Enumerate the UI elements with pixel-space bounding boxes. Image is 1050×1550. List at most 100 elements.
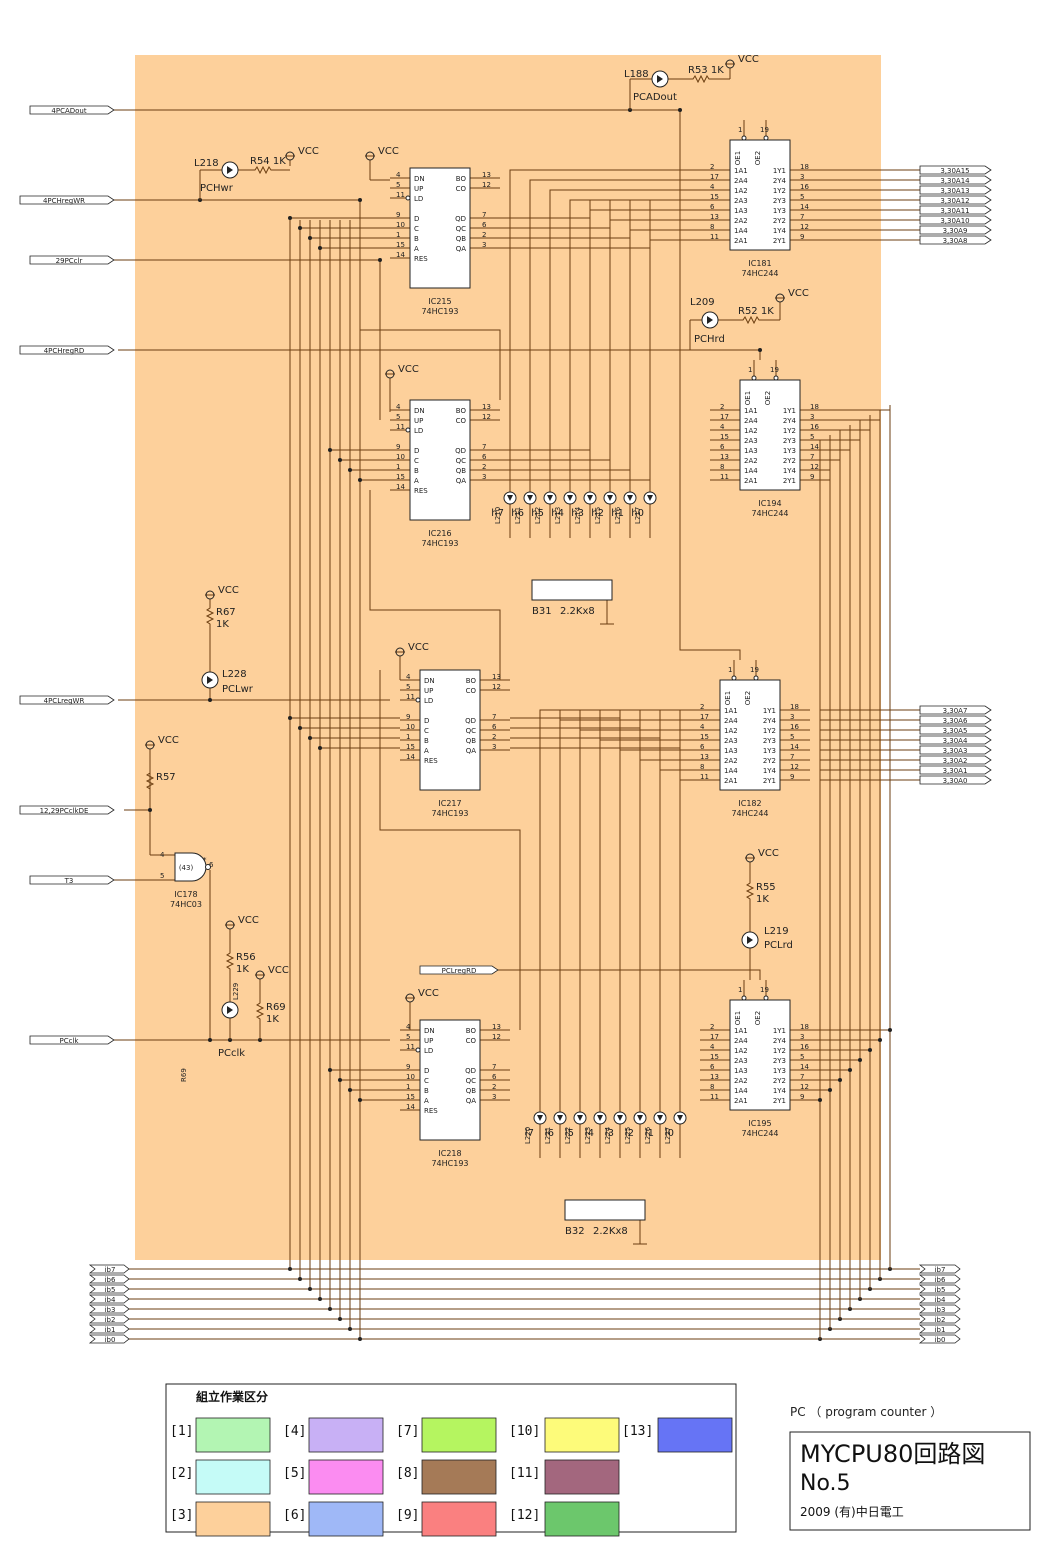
bus-label-right: ib4 — [935, 1296, 946, 1304]
pin-number: 17 — [720, 413, 729, 421]
pin-name: 2Y3 — [773, 1057, 786, 1065]
pin-number: 7 — [482, 211, 486, 219]
gate-pin-5: 5 — [160, 872, 164, 880]
wire — [679, 110, 741, 660]
pin-number: 13 — [720, 453, 729, 461]
pin-number: 3 — [482, 473, 486, 481]
led-name: l3 — [605, 1128, 614, 1139]
led-name: l6 — [545, 1128, 554, 1139]
pin-name: BO — [466, 1027, 477, 1035]
resistor-array-label: B31 — [532, 606, 552, 617]
junction-dot — [208, 1038, 212, 1042]
pin-name: 2Y4 — [763, 717, 777, 725]
pin-number: 14 — [396, 483, 405, 491]
junction-dot — [358, 1337, 362, 1341]
led-name: h2 — [591, 508, 604, 519]
pin-number: 12 — [790, 763, 799, 771]
chip-part: 74HC193 — [421, 307, 458, 316]
pin-name: 1A2 — [744, 427, 758, 435]
address-label: 3,30A7 — [943, 707, 968, 715]
pin-name: 1A1 — [734, 167, 748, 175]
pin-name: 2A2 — [724, 757, 738, 765]
signal-tag — [19, 805, 115, 815]
junction-dot — [838, 1078, 842, 1082]
bus-label-right: ib5 — [935, 1286, 946, 1294]
pin-name: 1Y2 — [773, 1047, 786, 1055]
pin-name: 2A4 — [734, 177, 748, 185]
buffer-chip — [729, 139, 791, 251]
pin-number: 1 — [738, 986, 742, 994]
legend-item-label: [2] — [170, 1466, 193, 1481]
resistor-array-label: B32 — [565, 1226, 585, 1237]
pin-number: 12 — [482, 413, 491, 421]
pin-name: D — [414, 215, 419, 223]
pin-number: 5 — [396, 413, 400, 421]
vcc-symbol — [745, 853, 755, 863]
address-tag-high — [919, 235, 992, 245]
indicator-led-h-triangle — [507, 495, 513, 501]
chip-part: 74HC193 — [431, 809, 468, 818]
resistor-label: R55 — [756, 882, 776, 893]
pin-number: 18 — [790, 703, 799, 711]
pin-number: 5 — [406, 683, 410, 691]
pin-name: QB — [466, 737, 477, 745]
pin-number: 19 — [760, 986, 769, 994]
pin-number: 7 — [492, 1063, 496, 1071]
address-tag-low — [919, 765, 992, 775]
wire — [359, 200, 501, 400]
pin-number: 11 — [710, 1093, 719, 1101]
pin-number: 14 — [800, 203, 809, 211]
chip-ref: IC195 — [748, 1119, 771, 1128]
legend-swatch — [195, 1417, 271, 1453]
pin-number: 11 — [700, 773, 709, 781]
pin-name: OE2 — [744, 691, 752, 705]
pin-name: C — [414, 225, 419, 233]
pin-number: 13 — [482, 403, 491, 411]
pin-number: 2 — [710, 1023, 714, 1031]
pin-name: 2A3 — [734, 197, 748, 205]
address-tag-high — [919, 195, 992, 205]
nand-bubble — [205, 864, 211, 870]
led-name: l1 — [645, 1128, 654, 1139]
legend-item-label: [6] — [283, 1508, 306, 1523]
led-name: h3 — [571, 508, 584, 519]
resistor-value: 1K — [266, 1014, 279, 1025]
bus-label-left: ib2 — [105, 1316, 116, 1324]
address-tag-high — [919, 175, 992, 185]
led-l229-triangle — [227, 1006, 233, 1014]
pin-name: 2A1 — [734, 1097, 748, 1105]
pin-number: 13 — [492, 1023, 501, 1031]
vcc-label: VCC — [418, 988, 439, 999]
indicator-led-l-triangle — [537, 1115, 543, 1121]
pin-name: 2A2 — [744, 457, 758, 465]
pin-number: 5 — [800, 1053, 804, 1061]
junction-dot — [348, 468, 352, 472]
junction-dot — [318, 1297, 322, 1301]
bus-tag-left — [88, 1274, 130, 1284]
chip-ref: IC182 — [738, 799, 761, 808]
pin-number: 13 — [492, 673, 501, 681]
resistor-array-value: 2.2Kx8 — [593, 1226, 628, 1237]
chip-part: 74HC244 — [731, 809, 768, 818]
pin-name: 2A4 — [724, 717, 738, 725]
legend-item-label: [9] — [396, 1508, 419, 1523]
vcc-label: VCC — [268, 965, 289, 976]
pin-name: QA — [456, 477, 467, 485]
led-ref: L212 — [534, 507, 542, 524]
junction-dot — [678, 108, 682, 112]
indicator-led-l-triangle — [657, 1115, 663, 1121]
pin-number: 8 — [710, 223, 714, 231]
pin-name: D — [414, 447, 419, 455]
junction-dot — [828, 1088, 832, 1092]
junction-dot — [338, 458, 342, 462]
counter-chip — [419, 1019, 481, 1141]
pin-number: 4 — [700, 723, 705, 731]
led-name: l2 — [625, 1128, 634, 1139]
address-label: 3,30A13 — [940, 187, 969, 195]
legend-item-label: [12] — [509, 1508, 540, 1523]
bus-label-right: ib2 — [935, 1316, 946, 1324]
pin-number: 14 — [396, 251, 405, 259]
resistor-label: R53 1K — [688, 65, 724, 76]
pin-name: 2A3 — [744, 437, 758, 445]
pin-name: A — [424, 1097, 429, 1105]
